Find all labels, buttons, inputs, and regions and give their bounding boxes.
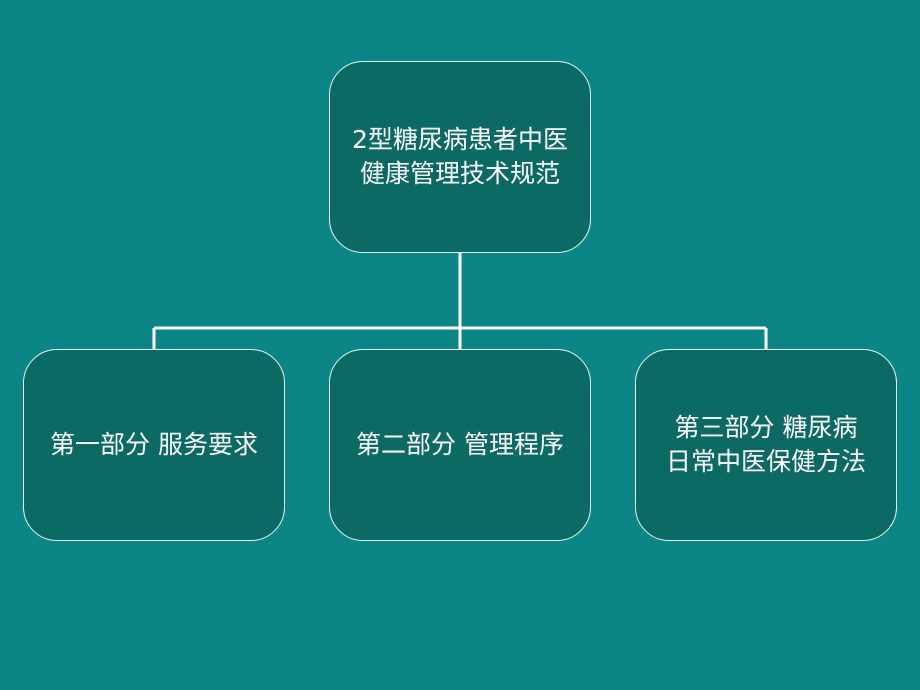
child-node-3-line-1: 第三部分 糖尿病 <box>674 413 858 442</box>
root-node: 2型糖尿病患者中医 健康管理技术规范 <box>329 61 591 253</box>
root-node-line-1: 2型糖尿病患者中医 <box>352 125 568 154</box>
child-node-part-2: 第二部分 管理程序 <box>329 349 591 541</box>
child-node-part-3: 第三部分 糖尿病 日常中医保健方法 <box>635 349 897 541</box>
child-node-3-line-2: 日常中医保健方法 <box>665 447 866 476</box>
child-node-part-1: 第一部分 服务要求 <box>23 349 285 541</box>
root-node-line-2: 健康管理技术规范 <box>359 159 560 188</box>
child-node-1-line-1: 第一部分 服务要求 <box>50 430 258 459</box>
child-node-2-line-1: 第二部分 管理程序 <box>356 430 564 459</box>
